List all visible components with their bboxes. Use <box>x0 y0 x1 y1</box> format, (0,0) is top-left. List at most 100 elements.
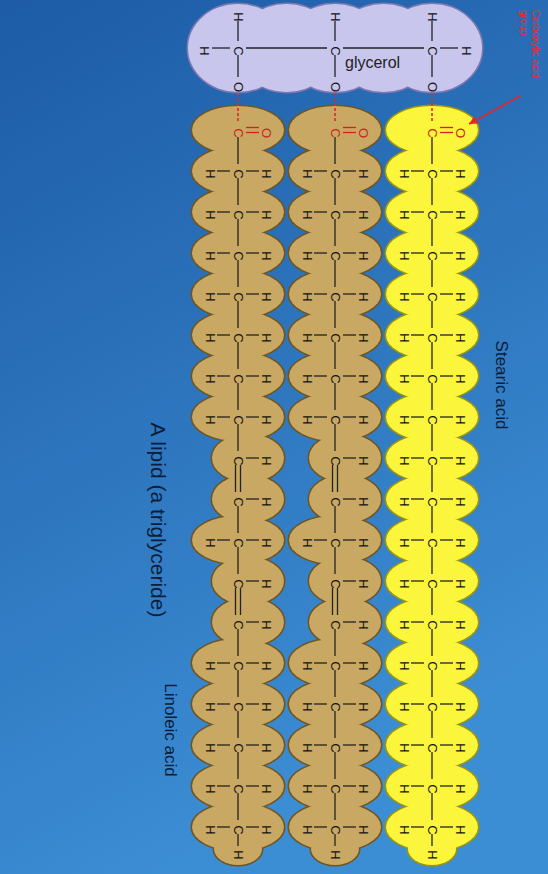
chain-label: Stearic acid <box>493 341 510 430</box>
chemical-bond <box>343 580 356 581</box>
atom-symbol: H <box>301 538 314 547</box>
atom-symbol: C <box>232 46 245 55</box>
atom-symbol: H <box>260 702 273 711</box>
atom-symbol: H <box>329 850 342 859</box>
atom-symbol: O <box>454 128 467 138</box>
atom-symbol: H <box>454 620 467 629</box>
chemical-bond <box>440 334 453 335</box>
ester-bond <box>237 93 239 121</box>
chemical-bond <box>246 127 259 128</box>
atom-symbol: C <box>329 661 342 670</box>
chemical-bond <box>237 21 238 41</box>
chain-fill <box>309 598 381 646</box>
atom-symbol: C <box>426 784 439 793</box>
chain-fill <box>212 434 284 482</box>
chemical-bond <box>440 539 453 540</box>
atom-symbol: C <box>426 46 439 55</box>
chemical-bond <box>440 293 453 294</box>
chemical-bond <box>431 260 432 287</box>
atom-symbol: C <box>232 374 245 383</box>
chemical-bond <box>343 703 356 704</box>
chemical-bond <box>411 334 424 335</box>
chemical-bond <box>237 137 238 164</box>
atom-symbol: C <box>232 579 245 588</box>
atom-symbol: H <box>357 538 370 547</box>
chemical-bond <box>440 375 453 376</box>
atom-symbol: C <box>232 251 245 260</box>
atom-symbol: C <box>232 415 245 424</box>
atom-symbol: O <box>357 128 370 138</box>
atom-symbol: H <box>398 702 411 711</box>
chemical-bond <box>334 383 335 410</box>
atom-symbol: H <box>357 743 370 752</box>
chemical-bond <box>343 375 356 376</box>
chain-outline <box>212 434 284 482</box>
atom-symbol: H <box>260 825 273 834</box>
chemical-bond <box>217 703 230 704</box>
atom-symbol: C <box>232 702 245 711</box>
chemical-bond <box>334 793 335 820</box>
chemical-bond <box>440 170 453 171</box>
atom-symbol: C <box>329 784 342 793</box>
atom-symbol: H <box>454 210 467 219</box>
chemical-bond <box>237 793 238 820</box>
chain-fill <box>311 833 359 865</box>
chemical-bond <box>334 424 335 451</box>
atom-symbol: H <box>301 374 314 383</box>
atom-symbol: H <box>198 46 211 55</box>
chemical-bond <box>343 826 356 827</box>
chemical-bond <box>431 383 432 410</box>
chemical-bond <box>411 703 424 704</box>
chain-outline <box>212 598 284 646</box>
atom-symbol: C <box>232 784 245 793</box>
atom-symbol: H <box>301 169 314 178</box>
chain-fill <box>212 598 284 646</box>
chain-fill <box>212 557 284 605</box>
chain-outline <box>309 557 381 605</box>
chemical-bond <box>246 457 259 458</box>
atom-symbol: C <box>426 333 439 342</box>
chemical-bond <box>246 498 259 499</box>
atom-symbol: H <box>454 251 467 260</box>
chemical-bond <box>237 834 238 846</box>
atom-symbol: C <box>426 497 439 506</box>
atom-symbol: O <box>426 82 439 92</box>
chemical-bond <box>314 539 327 540</box>
chemical-bond <box>440 211 453 212</box>
atom-symbol: C <box>426 128 439 137</box>
chemical-bond <box>343 47 424 48</box>
atom-symbol: C <box>232 825 245 834</box>
atom-symbol: H <box>454 374 467 383</box>
atom-symbol: H <box>454 579 467 588</box>
atom-symbol: C <box>329 374 342 383</box>
atom-symbol: C <box>329 579 342 588</box>
chain-fill <box>408 833 456 865</box>
atom-symbol: H <box>260 210 273 219</box>
chemical-bond <box>411 580 424 581</box>
atom-symbol: H <box>398 374 411 383</box>
chemical-bond <box>314 375 327 376</box>
chemical-bond <box>343 785 356 786</box>
chemical-bond <box>343 744 356 745</box>
chemical-bond <box>235 588 236 615</box>
atom-symbol: H <box>301 292 314 301</box>
chemical-bond <box>314 293 327 294</box>
chemical-bond <box>314 170 327 171</box>
chain-outline <box>311 833 359 865</box>
atom-symbol: C <box>426 661 439 670</box>
chemical-bond <box>440 785 453 786</box>
chemical-bond <box>237 547 238 574</box>
fatty-acid-chain <box>192 106 284 865</box>
atom-symbol: O <box>260 128 273 138</box>
atom-symbol: C <box>426 538 439 547</box>
atom-symbol: H <box>454 702 467 711</box>
atom-symbol: H <box>260 497 273 506</box>
chemical-bond <box>217 744 230 745</box>
chemical-bond <box>343 127 356 128</box>
atom-symbol: H <box>426 850 439 859</box>
chemical-bond <box>237 260 238 287</box>
atom-symbol: H <box>398 825 411 834</box>
atom-symbol: H <box>454 497 467 506</box>
chemical-bond <box>411 498 424 499</box>
chemical-bond <box>440 744 453 745</box>
